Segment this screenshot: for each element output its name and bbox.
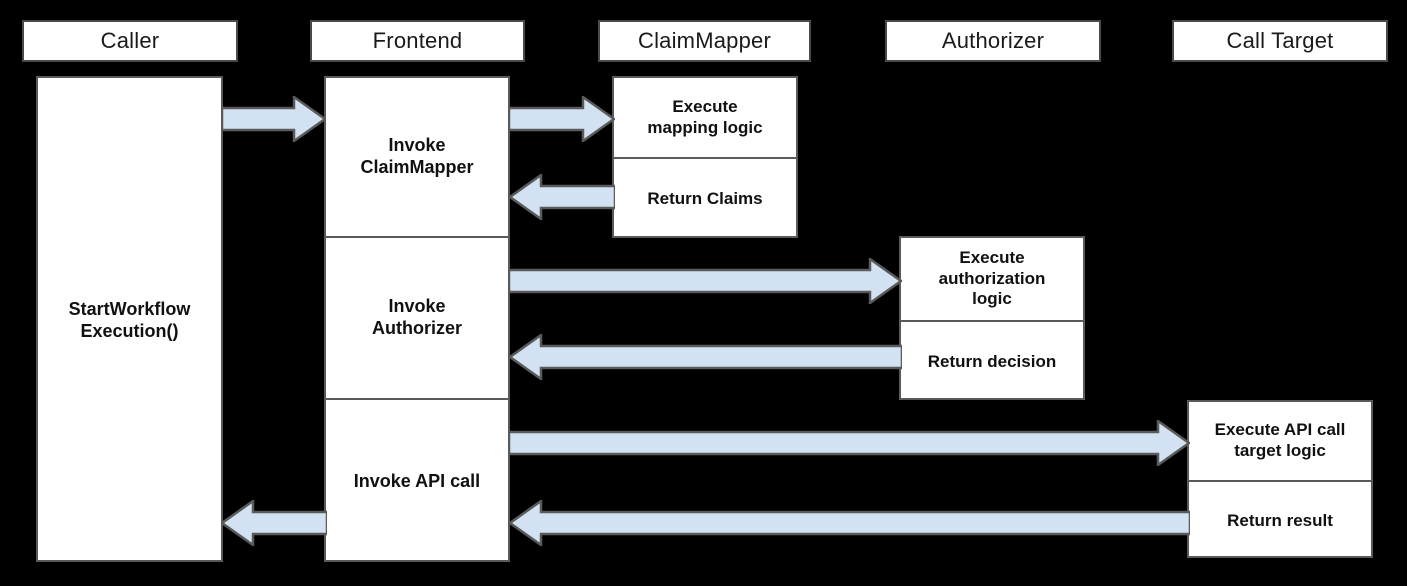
activation-authorizer-segment-2: Return decision bbox=[901, 320, 1083, 402]
lane-header-caller-label: Caller bbox=[100, 28, 160, 53]
activation-claimmapper-segment-2: Return Claims bbox=[614, 157, 796, 240]
message-arrow-claimmapper-to-frontend[interactable] bbox=[509, 174, 615, 220]
lane-header-claimmapper[interactable]: ClaimMapper bbox=[598, 20, 811, 62]
message-arrow-authorizer-to-frontend[interactable] bbox=[509, 334, 902, 380]
activation-frontend-segment-3: Invoke API call bbox=[326, 398, 508, 564]
activation-calltarget-segment-2: Return result bbox=[1189, 480, 1371, 560]
message-arrow-frontend-to-authorizer[interactable] bbox=[509, 258, 902, 304]
lane-header-frontend-label: Frontend bbox=[372, 28, 463, 53]
message-arrow-frontend-to-caller[interactable] bbox=[221, 500, 327, 546]
lane-header-caller[interactable]: Caller bbox=[22, 20, 238, 62]
message-arrow-frontend-to-claimmapper[interactable] bbox=[509, 96, 615, 142]
lane-header-frontend[interactable]: Frontend bbox=[310, 20, 525, 62]
lane-header-authorizer-label: Authorizer bbox=[941, 28, 1045, 53]
lane-header-calltarget[interactable]: Call Target bbox=[1172, 20, 1388, 62]
lane-header-claimmapper-label: ClaimMapper bbox=[637, 28, 772, 53]
lane-header-authorizer[interactable]: Authorizer bbox=[885, 20, 1101, 62]
lane-header-calltarget-label: Call Target bbox=[1226, 28, 1334, 53]
message-arrow-calltarget-to-frontend[interactable] bbox=[509, 500, 1190, 546]
message-arrow-frontend-to-calltarget[interactable] bbox=[509, 420, 1190, 466]
message-arrow-caller-to-frontend[interactable] bbox=[222, 96, 326, 142]
